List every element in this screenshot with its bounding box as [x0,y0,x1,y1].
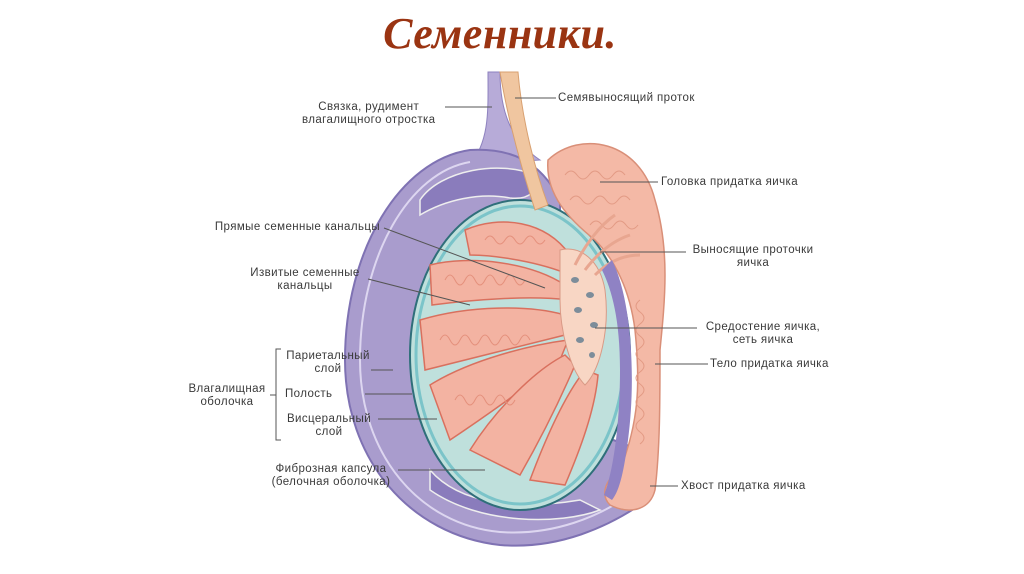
label-efferent-line1: Выносящие проточки [692,244,814,256]
label-ligament-line1: Связка, рудимент [318,101,420,113]
label-parietal-layer: Париетальный слой [283,350,373,376]
label-mediastinum: Средостение яичка, сеть яичка [698,321,828,347]
cavity-fold-bottom [429,467,602,521]
label-parietal-line2: слой [314,363,342,375]
label-efferent-line2: яичка [736,257,770,269]
label-visceral-layer: Висцеральный слой [283,413,375,439]
label-tunica-vaginalis: Влагалищная оболочка [184,383,270,409]
label-ligament-line2: влагалищного отростка [302,114,436,126]
label-epididymis-head: Головка придатка яичка [661,176,798,188]
label-visceral-line2: слой [315,426,343,438]
epididymis-texture [564,170,645,445]
label-straight-tubules: Прямые семенные канальцы [214,221,380,233]
label-vas-deferens: Семявыносящий проток [558,92,695,104]
page-title: Семенники. [383,9,617,58]
vas-deferens-shape [499,71,549,211]
label-tunica-line2: оболочка [200,396,254,408]
label-fibrous-line1: Фиброзная капсула [275,463,387,475]
label-epididymis-tail: Хвост придатка яичка [681,480,806,492]
label-fibrous-line2: (белочная оболочка) [271,476,391,488]
rete-holes [571,277,598,358]
label-efferent-ducts: Выносящие проточки яичка [688,244,818,270]
label-tunica-line1: Влагалищная [188,383,266,395]
label-convoluted-tubules: Извитые семенные канальцы [240,267,370,293]
efferent-ducts [573,213,641,277]
label-convoluted-line1: Извитые семенные [250,267,360,279]
label-fibrous-capsule: Фиброзная капсула (белочная оболочка) [262,463,400,489]
label-mediastinum-line2: сеть яичка [732,334,794,346]
label-ligament: Связка, рудимент влагалищного отростка [302,101,435,127]
label-mediastinum-line1: Средостение яичка, [705,321,821,333]
leader-lines [270,97,708,487]
tunica-inner-edge [358,161,626,534]
label-epididymis-body: Тело придатка яичка [710,358,829,370]
tunica-strip-right [602,260,632,500]
label-convoluted-line2: канальцы [277,280,333,292]
label-parietal-line1: Париетальный [286,350,370,362]
label-visceral-line1: Висцеральный [286,413,372,425]
label-cavity: Полость [285,388,333,400]
